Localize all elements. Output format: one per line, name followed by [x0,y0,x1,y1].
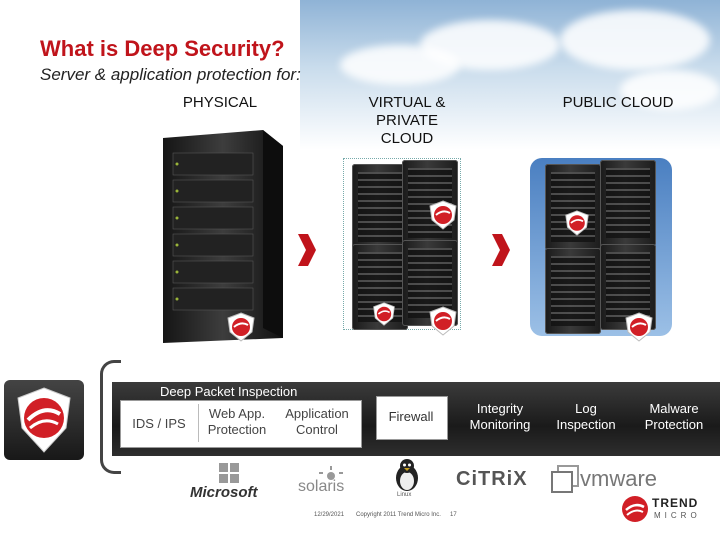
module-firewall: Firewall [388,409,434,424]
chevron-right-icon [492,234,510,266]
module-firewall-box [376,396,448,440]
module-integrity-monitoring: Integrity Monitoring [469,401,531,432]
public-rack-3 [545,248,601,334]
slide-subtitle: Server & application protection for: [40,65,301,84]
module-ids-ips: IDS / IPS [132,416,186,431]
trend-shield-icon [227,312,255,342]
trend-shield-icon [429,306,457,336]
module-web-app-protection: Web App. Protection [207,406,267,437]
trend-shield-icon [373,302,395,326]
solaris-logo: solaris [298,478,345,495]
vmware-logo: vmware [580,466,658,491]
linux-penguin-icon [396,459,418,491]
micro-logo-text: MICRO [654,511,701,520]
column-label-physical: PHYSICAL [182,94,258,111]
footer-page-number: 17 [450,512,457,518]
slide-title: What is Deep Security? [40,36,285,61]
vmware-logo-icon [551,465,579,493]
module-malware-protection: Malware Protection [644,401,704,432]
deep-security-shield [4,380,84,460]
trend-logo-text: TREND [652,496,699,510]
public-rack-2 [600,160,656,246]
column-label-virtual: VIRTUAL & PRIVATE CLOUD [368,94,446,147]
microsoft-logo: Microsoft [190,484,258,501]
footer-copyright: Copyright 2011 Trend Micro Inc. [356,512,441,518]
dpi-title: Deep Packet Inspection [160,384,298,399]
chevron-right-icon [298,234,316,266]
footer-date: 12/29/2021 [314,512,345,518]
trend-shield-icon [565,210,589,236]
trend-shield-icon [625,312,653,342]
sun-logo-icon [319,466,343,480]
public-rack-4 [600,244,656,330]
linux-label: Linux [397,492,412,498]
trend-micro-logo-icon [622,496,648,522]
citrix-logo: CiTRiX [456,468,528,490]
windows-flag-icon [219,463,239,483]
module-application-control: Application Control [285,406,349,437]
public-rack-1 [545,164,601,250]
dpi-group [120,400,362,448]
trend-shield-icon [17,387,71,453]
virtual-rack-1 [352,164,408,250]
trend-shield-icon [429,200,457,230]
module-log-inspection: Log Inspection [556,401,616,432]
modules-bracket [100,360,121,474]
physical-server-image [163,130,283,343]
column-label-public-cloud: PUBLIC CLOUD [562,94,674,111]
